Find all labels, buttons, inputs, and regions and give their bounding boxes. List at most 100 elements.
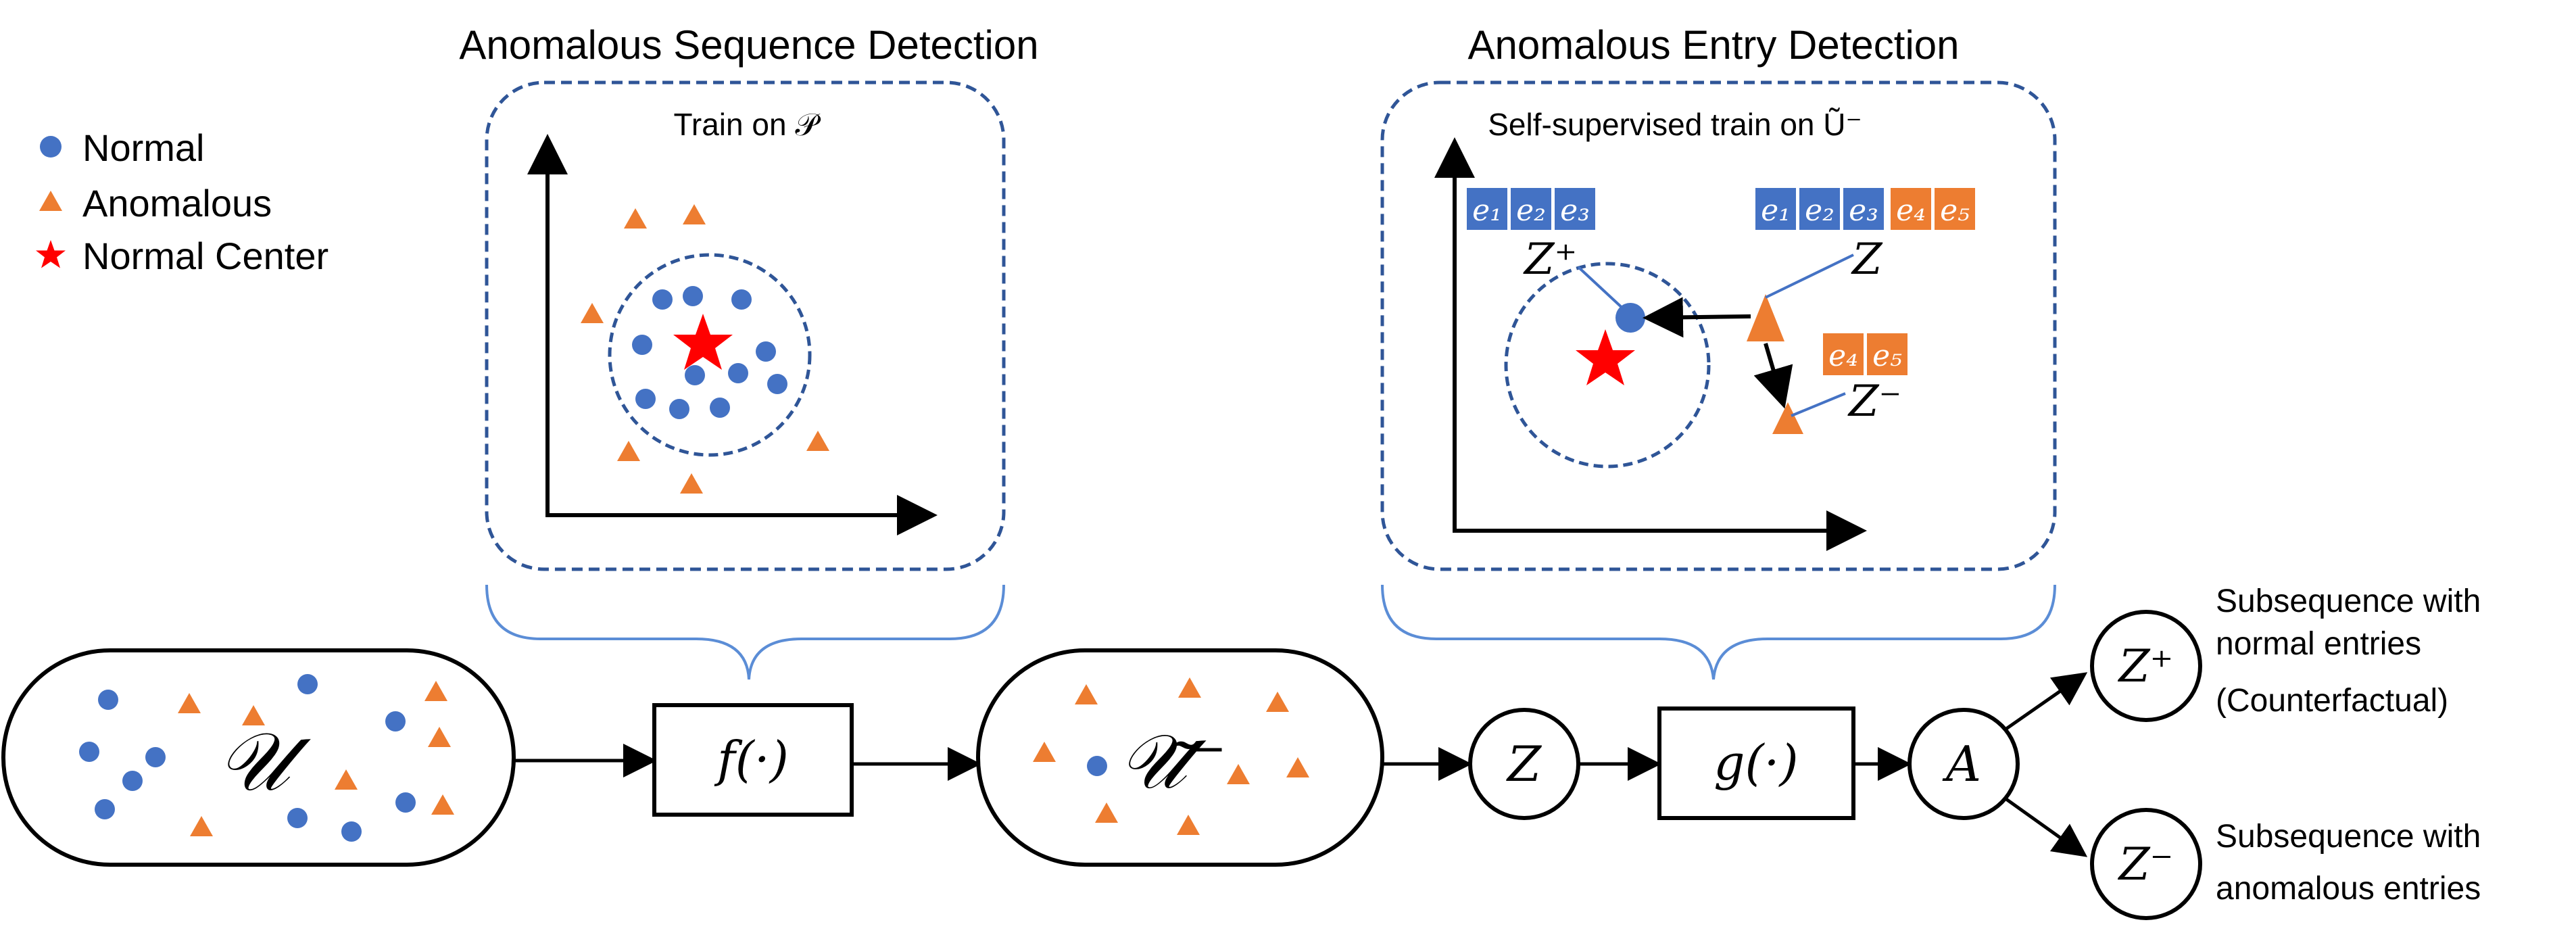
normal-point bbox=[728, 363, 748, 383]
legend: Normal Anomalous Normal Center bbox=[36, 126, 329, 277]
entry-label: e₅ bbox=[1872, 339, 1902, 373]
panel-left-subtitle: Train on 𝒫 bbox=[674, 107, 821, 142]
zminus-desc-line: anomalous entries bbox=[2216, 871, 2481, 907]
function-g-label: g(·) bbox=[1714, 734, 1798, 791]
entry-label: e₅ bbox=[1940, 193, 1970, 228]
panel-right-zplus-label: Z⁺ bbox=[1523, 235, 1577, 285]
panel-left-title: Anomalous Sequence Detection bbox=[459, 22, 1038, 68]
legend-normal-marker bbox=[40, 136, 62, 158]
normal-point bbox=[79, 742, 99, 762]
zplus-desc-line: normal entries bbox=[2216, 626, 2421, 662]
output-a-label: A bbox=[1942, 736, 1981, 792]
normal-point bbox=[635, 389, 656, 409]
zminus-leader-line bbox=[1791, 392, 1846, 417]
normal-point bbox=[731, 289, 752, 310]
anomalous-point bbox=[1095, 802, 1118, 823]
panel-right-box bbox=[1380, 80, 2057, 571]
normal-point bbox=[341, 821, 362, 842]
entry-label: e₃ bbox=[1560, 193, 1590, 228]
function-f-label: f(·) bbox=[714, 731, 789, 788]
entry-box bbox=[1799, 188, 1840, 230]
anomalous-point bbox=[581, 303, 604, 323]
set-u-tilde-label: 𝒰̃⁻ bbox=[1119, 718, 1227, 806]
panel-left-normal-boundary bbox=[608, 253, 812, 457]
z-to-zplus-arrow bbox=[1643, 297, 1751, 338]
entry-box bbox=[1755, 188, 1796, 230]
zplus-desc-line: (Counterfactual) bbox=[2216, 683, 2448, 719]
panel-right-subtitle: Self-supervised train on Ũ⁻ bbox=[1488, 107, 1862, 142]
entry-label: e₁ bbox=[1761, 193, 1791, 228]
normal-point bbox=[1087, 756, 1107, 776]
entry-label: e₂ bbox=[1516, 193, 1546, 228]
output-zplus-node: Z⁺ bbox=[2090, 610, 2202, 722]
entry-box bbox=[1511, 188, 1551, 230]
output-a-node: A bbox=[1907, 708, 2020, 820]
anomalous-point bbox=[617, 441, 640, 461]
normal-point bbox=[385, 711, 406, 732]
anomalous-point bbox=[1286, 757, 1309, 777]
entry-label: e₄ bbox=[1828, 339, 1858, 373]
normal-point bbox=[652, 289, 673, 310]
output-zminus-circle bbox=[2090, 808, 2202, 920]
zminus-description: Subsequence with anomalous entries bbox=[2216, 819, 2481, 907]
panel-right-title: Anomalous Entry Detection bbox=[1467, 22, 1959, 68]
function-g-box bbox=[1657, 706, 1855, 820]
output-zminus-label: Z⁻ bbox=[2118, 838, 2174, 890]
normal-point bbox=[122, 771, 143, 791]
panel-left-normal-points bbox=[632, 286, 787, 419]
zplus-leader-line bbox=[1577, 266, 1627, 312]
panel-right-z-label: Z bbox=[1851, 235, 1883, 285]
anomalous-point bbox=[242, 705, 265, 725]
output-zplus-label: Z⁺ bbox=[2118, 640, 2174, 692]
normal-point bbox=[632, 335, 652, 355]
panel-left-anomalous-points bbox=[581, 204, 829, 494]
sequence-z-circle bbox=[1468, 708, 1580, 820]
function-g-node: g(·) bbox=[1657, 706, 1855, 820]
zminus-entry-group: e₄ e₅ bbox=[1823, 333, 1907, 375]
entry-label: e₂ bbox=[1805, 193, 1834, 228]
z-entry-group: e₁ e₂ e₃ e₄ e₅ bbox=[1755, 188, 1975, 230]
zplus-entry-group: e₁ e₂ e₃ bbox=[1467, 188, 1595, 230]
function-f-node: f(·) bbox=[652, 703, 854, 817]
entry-box bbox=[1935, 188, 1975, 230]
anomalous-point bbox=[1033, 742, 1056, 762]
normal-point bbox=[683, 286, 703, 306]
anomalous-point bbox=[624, 208, 647, 229]
sequence-z-label: Z bbox=[1506, 736, 1542, 792]
panel-left-center-star bbox=[673, 314, 733, 370]
normal-point bbox=[98, 690, 118, 710]
function-f-box bbox=[652, 703, 854, 817]
normal-point bbox=[287, 808, 308, 828]
normal-point bbox=[297, 674, 318, 694]
entry-box bbox=[1867, 333, 1907, 375]
anomalous-point bbox=[680, 473, 703, 494]
anomalous-point bbox=[178, 693, 201, 713]
anomalous-point bbox=[335, 769, 358, 790]
set-u-container bbox=[1, 648, 516, 867]
entry-label: e₄ bbox=[1896, 193, 1926, 228]
arrow-a-to-zminus bbox=[2005, 797, 2088, 857]
normal-point bbox=[95, 799, 115, 819]
normal-point bbox=[669, 399, 689, 419]
normal-point bbox=[710, 398, 730, 418]
anomalous-point bbox=[424, 681, 447, 701]
legend-anomalous-marker bbox=[39, 191, 62, 211]
z-point bbox=[1747, 294, 1784, 341]
zplus-description: Subsequence with normal entries (Counter… bbox=[2216, 583, 2481, 719]
output-zminus-node: Z⁻ bbox=[2090, 808, 2202, 920]
panel-anomalous-sequence-detection: Anomalous Sequence Detection Train on 𝒫 bbox=[459, 22, 1039, 571]
sequence-z-node: Z bbox=[1468, 708, 1580, 820]
panel-left-box bbox=[485, 80, 1006, 571]
zplus-desc-line: Subsequence with bbox=[2216, 583, 2481, 619]
anomalous-point bbox=[1177, 815, 1200, 835]
entry-box bbox=[1555, 188, 1595, 230]
normal-point bbox=[145, 747, 166, 767]
panel-right-normal-boundary bbox=[1504, 262, 1711, 469]
entry-box bbox=[1843, 188, 1884, 230]
legend-center-label: Normal Center bbox=[82, 235, 329, 277]
brace-right bbox=[1381, 584, 2056, 680]
normal-point bbox=[395, 792, 416, 813]
output-a-circle bbox=[1907, 708, 2020, 820]
z-leader-line bbox=[1765, 254, 1854, 299]
anomalous-point bbox=[683, 204, 706, 224]
